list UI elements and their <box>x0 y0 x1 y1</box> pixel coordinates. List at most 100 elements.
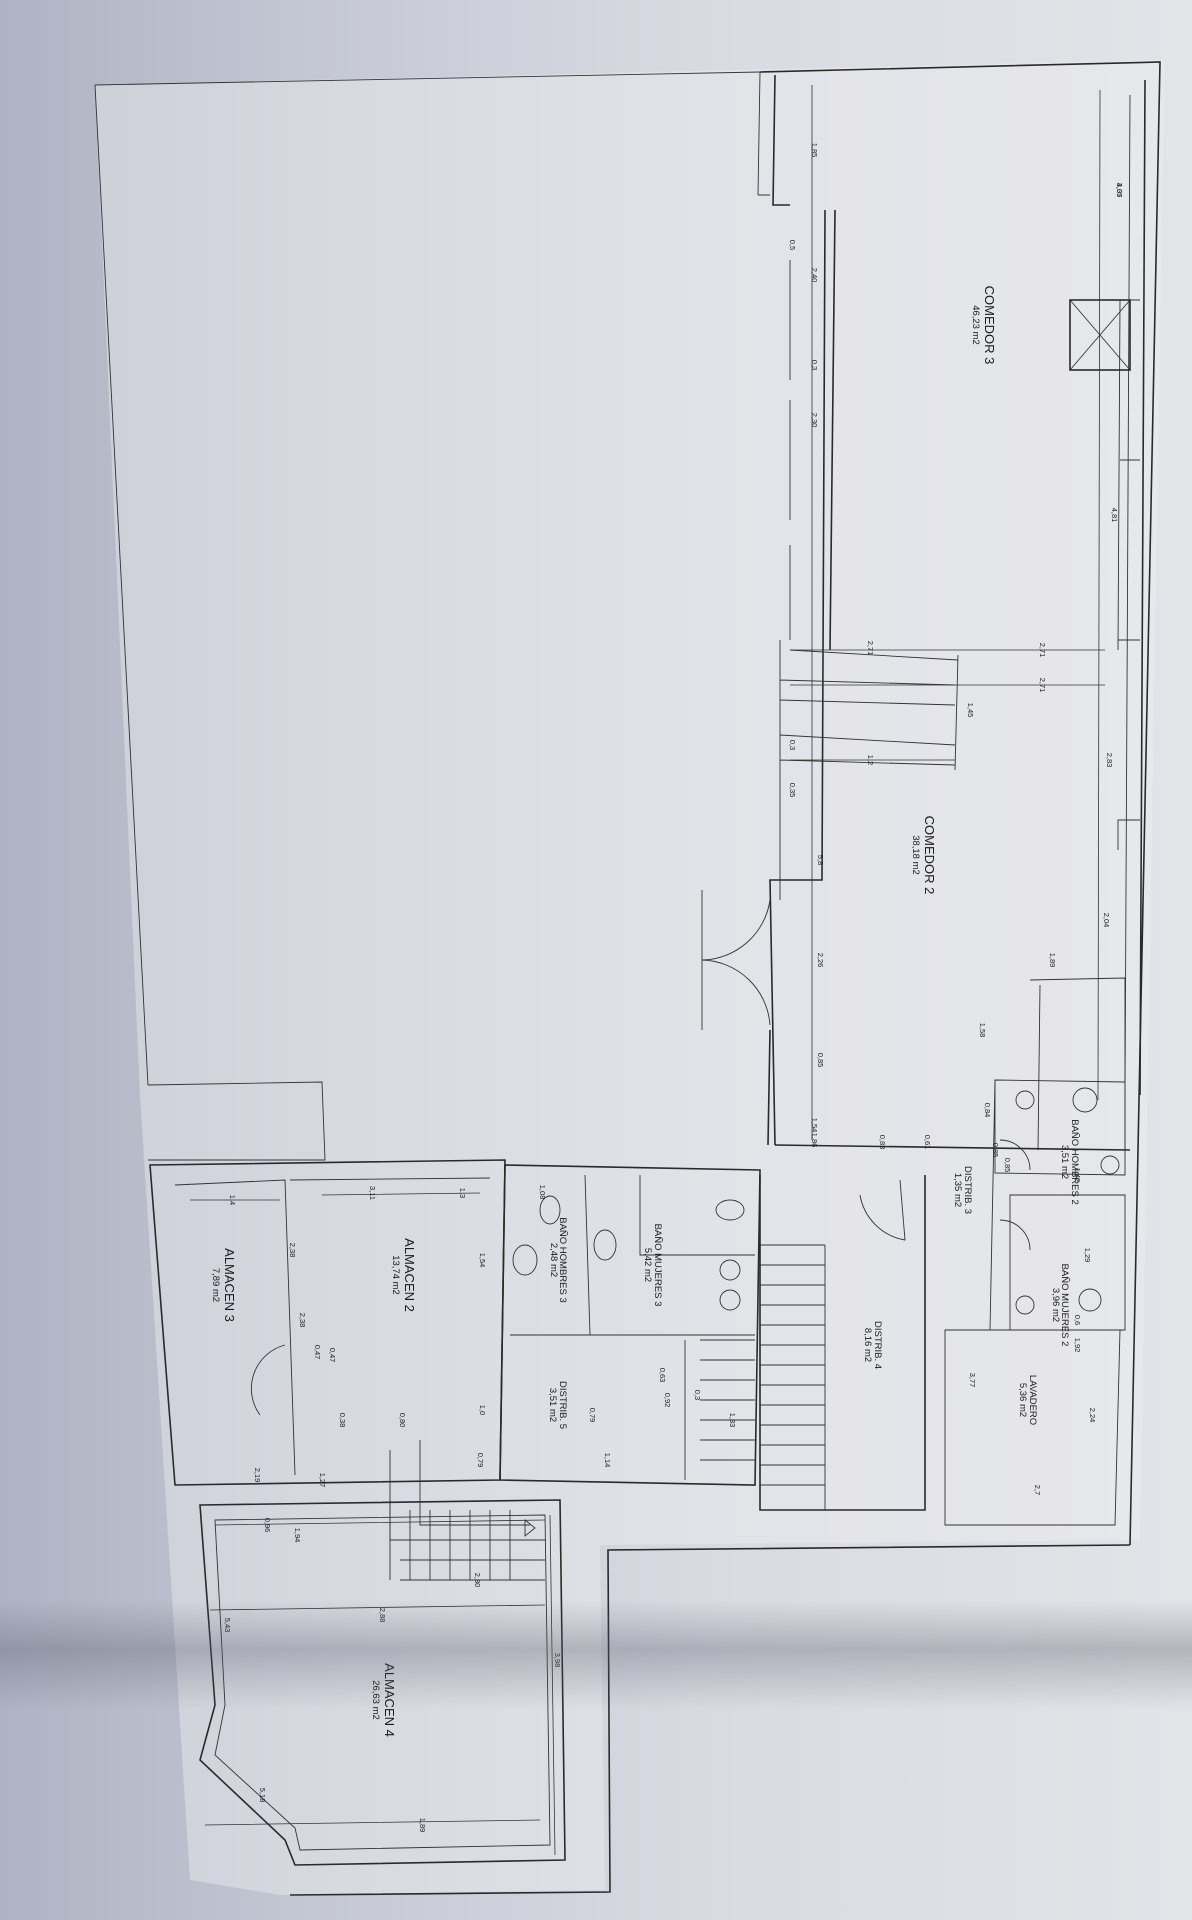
room-name: BAÑO HOMBRES 3 <box>557 1217 568 1303</box>
dimension-label: 1,2 <box>866 755 875 765</box>
room-name: DISTRIB. 4 <box>872 1321 883 1369</box>
dimension-label: 1,3 <box>458 1188 467 1198</box>
room-name: BAÑO MUJERES 2 <box>1059 1264 1070 1347</box>
dimension-label: 0,3 <box>788 740 797 750</box>
dimension-label: 3,98 <box>553 1653 562 1668</box>
dimension-label: 0,79 <box>476 1453 485 1468</box>
double-door <box>701 890 771 1030</box>
dimension-label: 4,07 <box>1115 183 1124 198</box>
dimension-label: 0,92 <box>663 1393 672 1408</box>
dimension-label: 2,26 <box>816 953 825 968</box>
room-area: 26,63 m2 <box>370 1680 381 1720</box>
outer-walls <box>94 61 1161 1896</box>
dimension-label: 2,30 <box>810 413 819 428</box>
dimension-label: 0,83 <box>878 1135 887 1150</box>
dimension-label: 2,24 <box>1088 1408 1097 1423</box>
dimension-label: 1,94 <box>293 1528 302 1543</box>
room-name: ALMACEN 4 <box>382 1663 397 1737</box>
dimension-label: 1,0 <box>478 1405 487 1415</box>
dimension-label: 0,61 <box>923 1135 932 1150</box>
room-area: 7,89 m2 <box>210 1268 221 1302</box>
dimension-label: 2,71 <box>1038 643 1047 658</box>
dimension-label: 1,86 <box>810 1133 819 1148</box>
room-name: DISTRIB. 3 <box>962 1166 973 1214</box>
dimension-label: 2,83 <box>1105 753 1114 768</box>
room-area: 3,51 m2 <box>547 1388 558 1422</box>
room-name: BAÑO MUJERES 3 <box>652 1224 663 1307</box>
dimension-label: 2,04 <box>1102 913 1111 928</box>
dimension-label: 0,85 <box>991 1143 1000 1158</box>
storage-4 <box>199 1499 566 1866</box>
dimension-label: 5,18 <box>258 1788 267 1803</box>
room-name: COMEDOR 3 <box>982 286 997 365</box>
dimension-label: 4,81 <box>1110 508 1119 523</box>
elevator-shaft <box>1069 299 1131 371</box>
room-area: 3,51 m2 <box>1059 1145 1070 1179</box>
dimension-label: 2,88 <box>378 1608 387 1623</box>
dimension-labels: 3,354,812,832,041,891,850,52,400,32,302,… <box>223 143 1124 1833</box>
room-name: BAÑO HOMBRES 2 <box>1069 1119 1080 1205</box>
dimension-label: 1,45 <box>966 703 975 718</box>
room-area: 3,96 m2 <box>1050 1288 1061 1322</box>
room-area: 5,36 m2 <box>1017 1383 1028 1417</box>
dimension-label: 1,29 <box>1083 1248 1092 1263</box>
dimension-label: 1,27 <box>318 1473 327 1488</box>
dimension-label: 2,80 <box>473 1573 482 1588</box>
dimension-label: 3,35 <box>1115 183 1124 198</box>
dimension-label: 0,79 <box>588 1408 597 1423</box>
dimension-label: 1,89 <box>1048 953 1057 968</box>
dimension-label: 0,5 <box>788 240 797 250</box>
dimension-label: 1,58 <box>978 1023 987 1038</box>
dimension-label: 2,7 <box>1033 1485 1042 1495</box>
dimension-label: 1,54 <box>478 1253 487 1268</box>
room-area: 5,42 m2 <box>642 1248 653 1282</box>
dimension-label: 1,08 <box>538 1185 547 1200</box>
dimension-label: 0,85 <box>1003 1158 1012 1173</box>
dimension-label: 0,6 <box>1073 1315 1082 1325</box>
dimension-label: 1,54 <box>810 1118 819 1133</box>
dimension-label: 0,3 <box>810 360 819 370</box>
dimension-label: 1,92 <box>1073 1338 1082 1353</box>
dimension-label: 1,89 <box>418 1818 427 1833</box>
dimension-label: 0,96 <box>263 1518 272 1533</box>
dimension-label: 5,43 <box>223 1618 232 1633</box>
room-name: ALMACEN 3 <box>222 1248 237 1322</box>
dimension-label: 0,80 <box>398 1413 407 1428</box>
dimension-lines <box>190 85 1105 1856</box>
room-area: 46,23 m2 <box>970 305 981 345</box>
dimension-label: 5,8 <box>816 855 825 865</box>
room-labels: COMEDOR 3 46,23 m2 COMEDOR 2 38,18 m2 BA… <box>210 286 1080 1737</box>
dimension-label: 1,14 <box>603 1453 612 1468</box>
dimension-label: 2,19 <box>253 1468 262 1483</box>
dimension-label: 0,35 <box>788 783 797 798</box>
room-name: DISTRIB. 5 <box>557 1381 568 1429</box>
dimension-label: 2,71 <box>866 641 875 656</box>
room-name: ALMACEN 2 <box>402 1238 417 1312</box>
room-name: COMEDOR 2 <box>922 816 937 895</box>
dimension-label: 1,33 <box>728 1413 737 1428</box>
dimension-label: 0,38 <box>338 1413 347 1428</box>
dimension-label: 2,38 <box>298 1313 307 1328</box>
room-area: 38,18 m2 <box>910 835 921 875</box>
dimension-label: 1,42 <box>1073 1168 1082 1183</box>
dimension-label: 3,11 <box>368 1186 377 1200</box>
room-area: 1,35 m2 <box>952 1173 963 1207</box>
dimension-label: 0,85 <box>816 1053 825 1068</box>
dimension-label: 1,4 <box>228 1195 237 1205</box>
stair-corridor <box>759 1175 926 1511</box>
room-area: 2,48 m2 <box>548 1243 559 1277</box>
dimension-label: 3,77 <box>968 1373 977 1388</box>
dimension-label: 0,47 <box>328 1348 337 1363</box>
dimension-label: 0,84 <box>983 1103 992 1118</box>
dimension-label: 0,3 <box>693 1390 702 1400</box>
storage-2-3 <box>149 1159 530 1540</box>
room-name: LAVADERO <box>1027 1375 1038 1425</box>
dimension-label: 2,71 <box>1038 678 1047 693</box>
dimension-label: 2,38 <box>288 1243 297 1258</box>
dimension-label: 0,63 <box>658 1368 667 1383</box>
dimension-label: 0,47 <box>313 1345 322 1360</box>
room-area: 13,74 m2 <box>390 1255 401 1295</box>
dimension-label: 1,85 <box>810 143 819 158</box>
